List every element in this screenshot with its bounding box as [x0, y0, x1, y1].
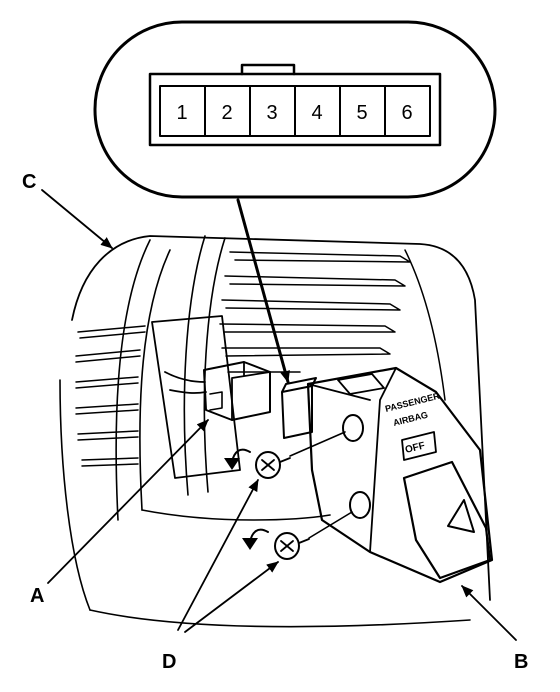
pin-number-4: 4 [311, 102, 322, 124]
vent-slat [229, 251, 411, 263]
vent-slat [224, 275, 406, 287]
inset-pointer-arrow [236, 198, 290, 384]
hazard-triangle-icon [447, 499, 475, 533]
callout-a: A [30, 585, 44, 607]
center-bezel [183, 235, 206, 496]
vent-slat [75, 403, 139, 415]
screw-to-hole-line-upper [289, 431, 346, 457]
vent-slat [75, 376, 139, 389]
callout-b: B [514, 651, 528, 673]
hazard-button [402, 460, 492, 580]
rotate-arrow-lower-icon [242, 528, 269, 550]
screw-head-icon [274, 532, 300, 560]
mounting-hole-upper [342, 414, 364, 442]
pin-number-2: 2 [221, 102, 232, 124]
screw-head-icon [255, 451, 281, 479]
switch-label-passenger: PASSENGER [384, 391, 441, 414]
left-bezel-inner [139, 249, 171, 511]
pin-number-3: 3 [266, 102, 277, 124]
rotate-arrowhead [242, 538, 258, 550]
harness-connector-face [231, 361, 271, 421]
callout-b-leader [461, 585, 517, 641]
pin-number-6: 6 [401, 102, 412, 124]
switch-housing-edge [307, 367, 397, 553]
vent-slat [81, 457, 139, 467]
mounting-opening [151, 315, 241, 479]
rotate-arrow-upper-icon [224, 448, 251, 470]
panel-bottom-lip [89, 609, 471, 628]
airbag-switch-assembly: PASSENGER AIRBAG OFF [281, 366, 494, 584]
vent-slat [75, 349, 141, 363]
vent-slat [219, 323, 396, 333]
harness-connector [164, 361, 271, 421]
panel-lower-edge [59, 379, 91, 611]
switch-housing [306, 366, 494, 584]
screw-to-hole-line-lower [308, 511, 353, 539]
callout-c-leader [41, 189, 113, 249]
switch-label-off: OFF [404, 440, 426, 456]
left-bezel-outer [115, 239, 151, 521]
switch-indicator-window [401, 431, 437, 461]
harness-connector-body [203, 361, 271, 421]
callout-d: D [162, 651, 176, 673]
screw-lower [274, 532, 310, 560]
inset-outline [93, 20, 497, 199]
harness-wire [164, 371, 207, 394]
screw-shank [298, 538, 310, 544]
pin-number-1: 1 [176, 102, 187, 124]
bezel-bottom [141, 509, 331, 521]
callout-d-leader-upper [177, 479, 259, 631]
callout-a-leader [47, 419, 209, 584]
center-bezel-inner [203, 237, 226, 493]
pin-number-5: 5 [356, 102, 367, 124]
vent-slat [221, 299, 401, 311]
rotate-arrowhead [224, 458, 240, 470]
screw-upper [255, 451, 291, 479]
center-vent-slats [219, 249, 446, 401]
callout-d-leader-lower [184, 561, 279, 633]
switch-top-button [337, 373, 385, 395]
switch-label-airbag: AIRBAG [392, 410, 429, 428]
harness-connector-lock [209, 391, 223, 411]
callout-c: C [22, 171, 36, 193]
vent-right-rail [404, 249, 446, 401]
screw-shank [279, 457, 291, 463]
vent-slat [77, 430, 139, 441]
screw-slot [261, 459, 275, 471]
dashboard-panel [59, 235, 491, 628]
panel-outer-edge [71, 235, 491, 601]
screw-slot [280, 540, 294, 552]
connector-latch [240, 63, 296, 76]
left-vent-slats [75, 325, 146, 467]
vent-slat [221, 347, 391, 357]
terminal-cavities [204, 85, 386, 137]
mounting-hole-lower [349, 491, 371, 519]
vent-slat [77, 325, 146, 339]
connector-inset: 1 2 3 4 5 6 [93, 20, 497, 199]
